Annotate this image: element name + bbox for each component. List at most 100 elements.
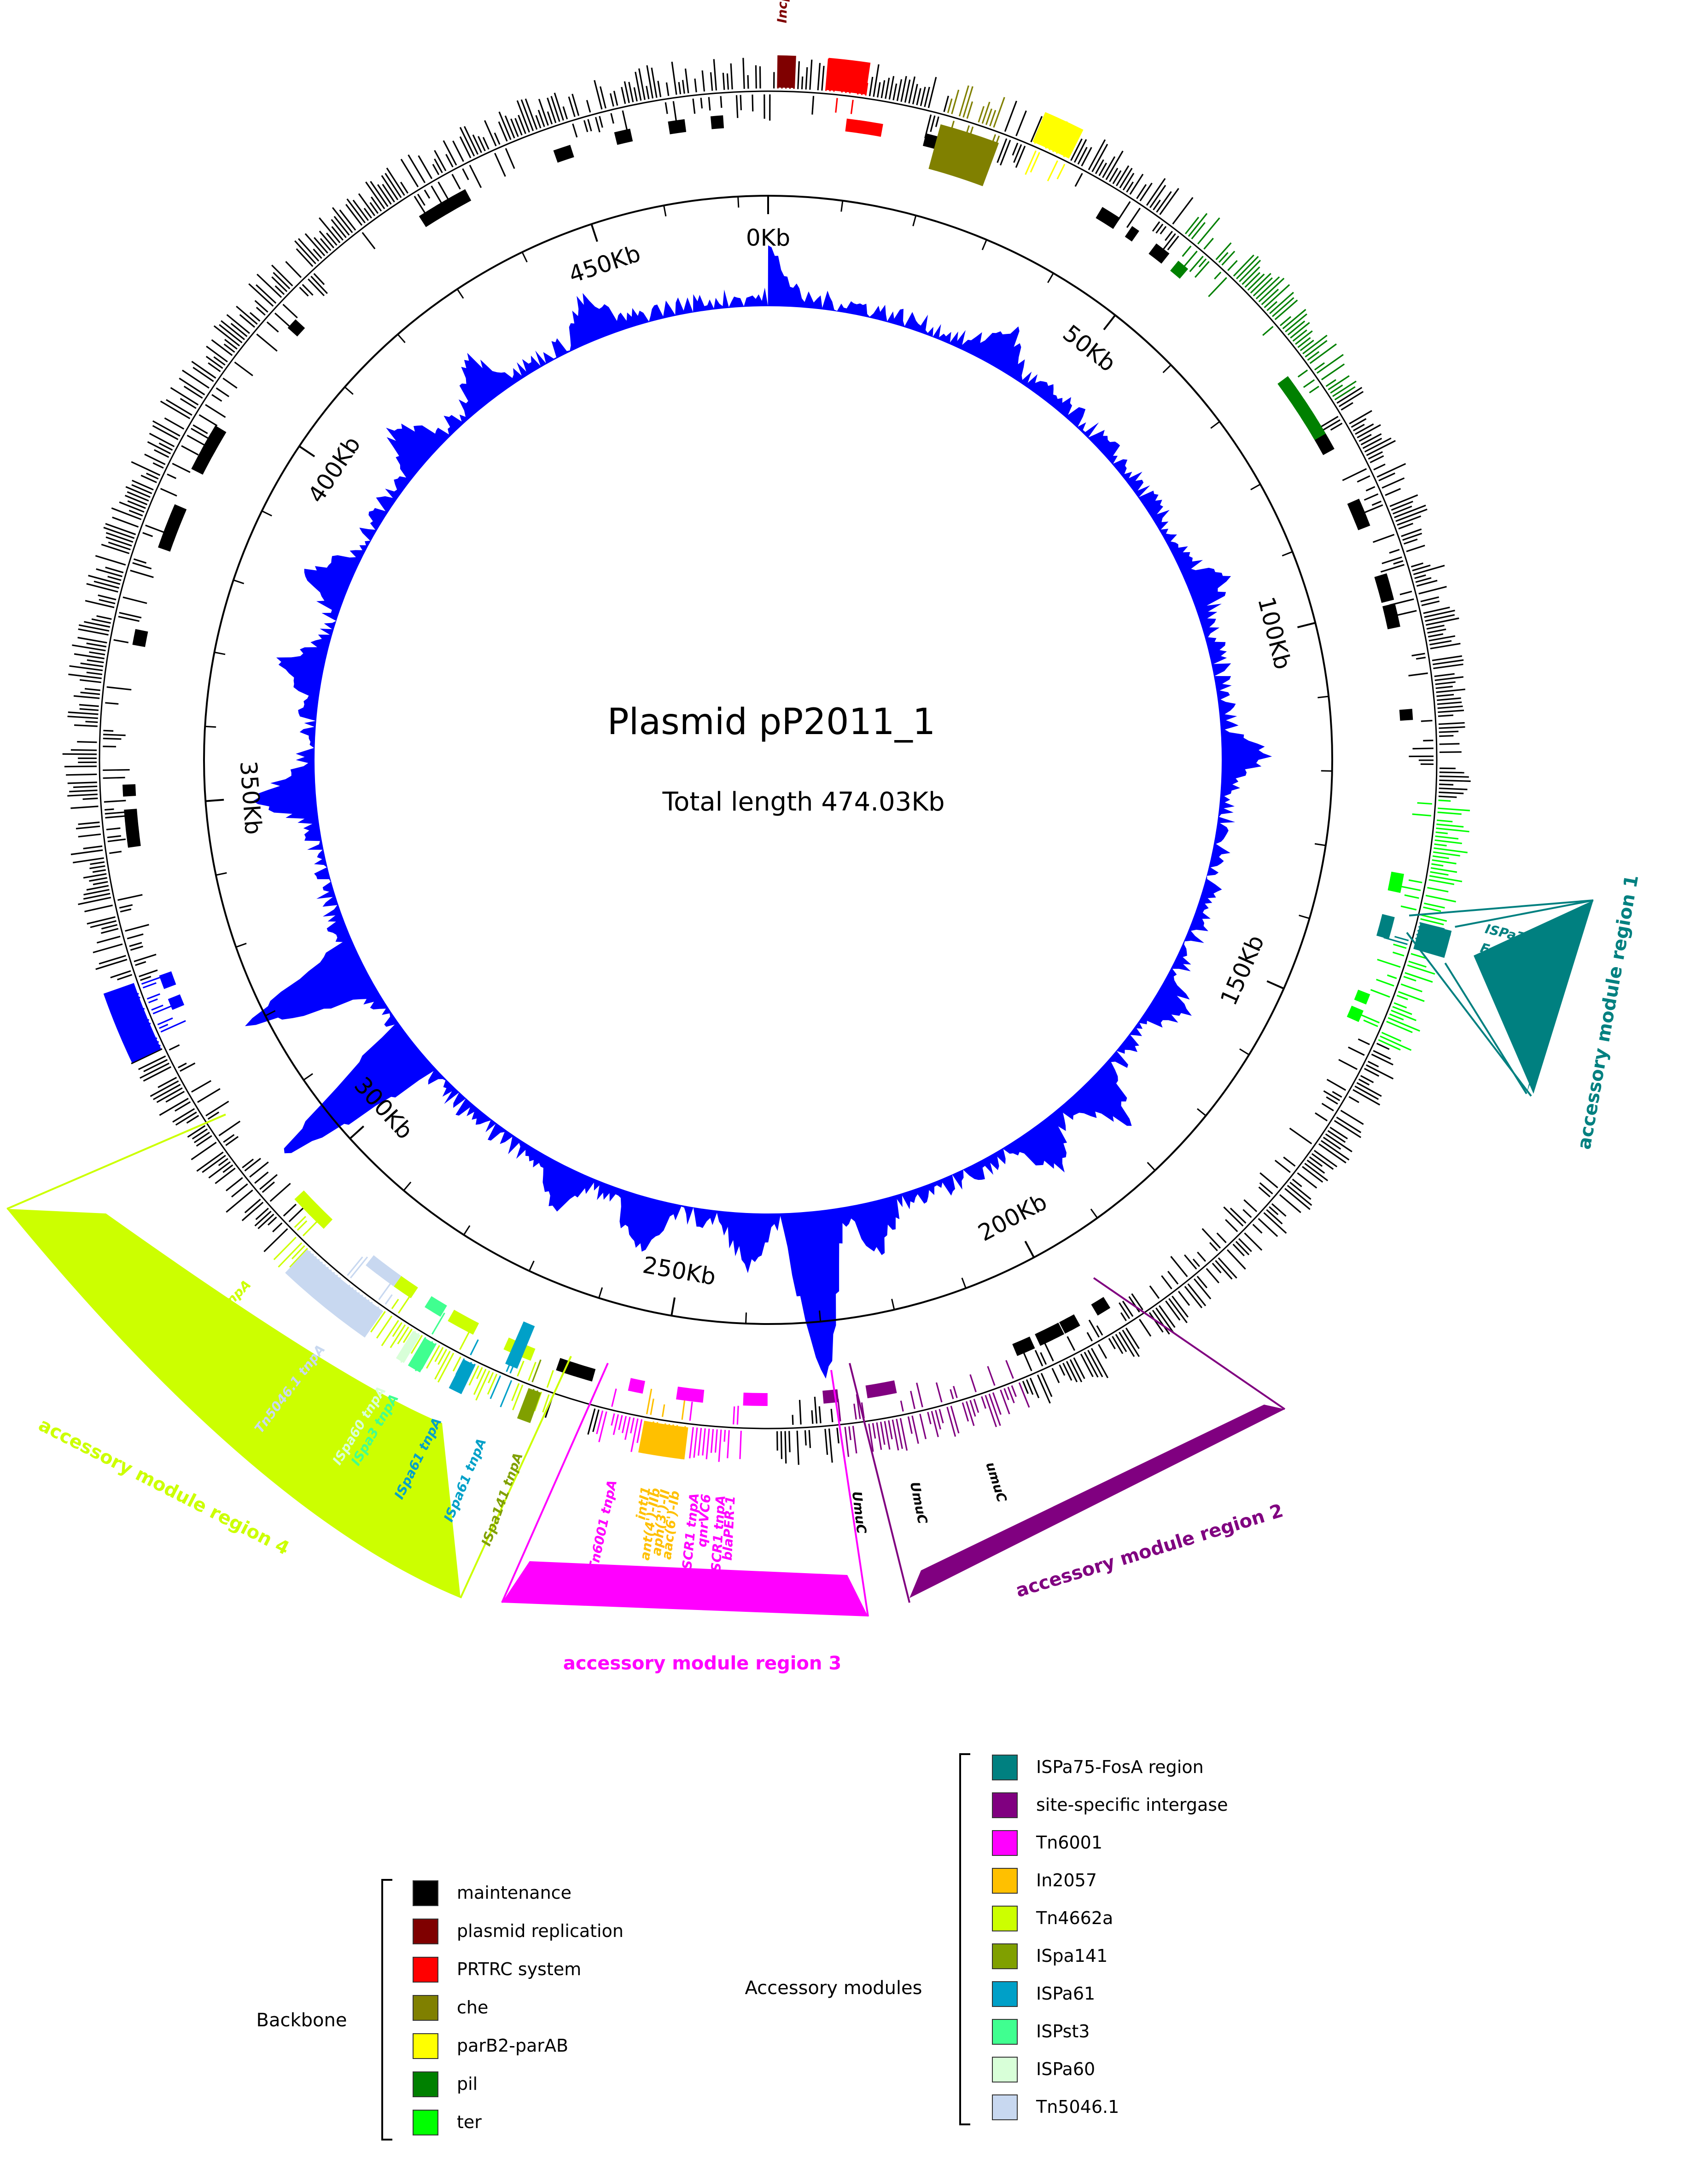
legend_accessory-bracket [959,1753,970,2125]
gene-mark [1167,235,1179,251]
gene-mark [117,894,143,901]
gene-mark [470,1339,479,1356]
gene-mark [192,1128,208,1140]
gene-mark [978,106,985,122]
gene-mark [150,1080,179,1097]
gene-mark [256,274,282,298]
gene-mark [283,1203,297,1217]
gene-mark [1434,847,1468,853]
gene-mark [1242,266,1260,285]
gene-mark [1421,600,1440,607]
gene-mark [86,583,118,593]
gene-label: Tn6001 tnpA [586,1478,620,1572]
scale-tick [403,1181,412,1191]
gene-mark [216,387,230,397]
gene-mark [103,729,114,732]
legend-swatch [992,1830,1018,1856]
gene-mark [1382,556,1402,565]
gene-mark [187,1125,206,1138]
gene-mark [84,621,111,628]
gene-mark [1348,1096,1359,1103]
gene-mark [1435,831,1448,834]
region-4-line [460,1356,572,1598]
gene-mark [1244,272,1261,288]
scale-label: 50Kb [1058,320,1121,377]
gene-mark [74,724,98,727]
gene-mark [426,1345,440,1369]
gene-mark [594,80,603,110]
gene-mark [1212,1262,1222,1274]
gene-mark [313,248,322,259]
gene-mark [1321,363,1345,380]
gene-mark [158,442,173,451]
legend_backbone-bracket [381,1879,392,2141]
scale-tick [670,1297,676,1316]
region-2-line [849,1363,910,1603]
gene-mark [809,59,813,90]
gene-mark [1271,1203,1287,1217]
gene-mark [1436,819,1453,822]
module-block [1032,112,1084,159]
gene-mark [531,1359,542,1382]
gene-mark [1376,463,1406,478]
gene-mark [736,1406,739,1425]
gene-mark [218,1120,241,1137]
gene-mark [1376,914,1395,939]
gene-mark [1424,610,1455,618]
gene-mark [159,971,176,989]
gene-mark [611,1413,615,1426]
gene-mark [208,362,221,373]
gene-mark [1323,1090,1341,1102]
legend-label: ISPst3 [1036,2021,1090,2042]
gene-mark [106,686,132,691]
gene-mark [1098,1344,1108,1359]
gene-mark [1300,410,1326,440]
gene-mark [1266,301,1278,311]
gene-mark [1370,989,1390,998]
scale-tick [521,251,528,262]
gene-mark [191,1142,217,1161]
gene-mark [249,1161,269,1178]
gene-mark [168,994,185,1010]
gene-mark [1309,1156,1323,1167]
gene-mark [657,81,662,98]
gene-mark [78,897,111,905]
gene-mark [1434,676,1464,681]
gene-mark [331,226,344,241]
gene-mark [516,100,530,133]
legend-label: Tn4662a [1036,1908,1113,1928]
gene-mark [1262,326,1274,336]
gene-mark [70,849,103,855]
gene-mark [83,845,103,850]
gene-mark [1302,334,1328,355]
gene-mark [89,865,105,869]
gene-mark [611,1388,617,1407]
scale-tick [598,1287,603,1299]
gene-mark [125,486,151,498]
gene-mark [152,462,164,469]
gene-mark [1153,199,1161,210]
gene-mark [478,136,486,152]
gene-mark [1392,951,1405,957]
legend-swatch [992,1906,1018,1931]
gene-mark [117,974,133,980]
gene-mark [1336,387,1363,404]
gene-mark [1438,807,1470,811]
gene-mark [83,889,110,896]
gene-mark [285,261,302,278]
gene-mark [211,394,222,402]
gene-mark [1149,1285,1160,1299]
gene-mark [1368,451,1383,460]
gene-mark [1426,624,1445,630]
module-block [449,1359,476,1394]
gene-mark [1034,1350,1043,1367]
gene-mark [924,87,930,107]
gene-mark [1395,508,1428,522]
gene-mark [572,123,578,138]
gene-mark [1239,260,1261,282]
gene-mark [1160,226,1167,235]
gene-mark [1332,380,1357,397]
legend-label: ISPa61 [1036,1983,1095,2004]
gene-mark [693,1427,698,1458]
